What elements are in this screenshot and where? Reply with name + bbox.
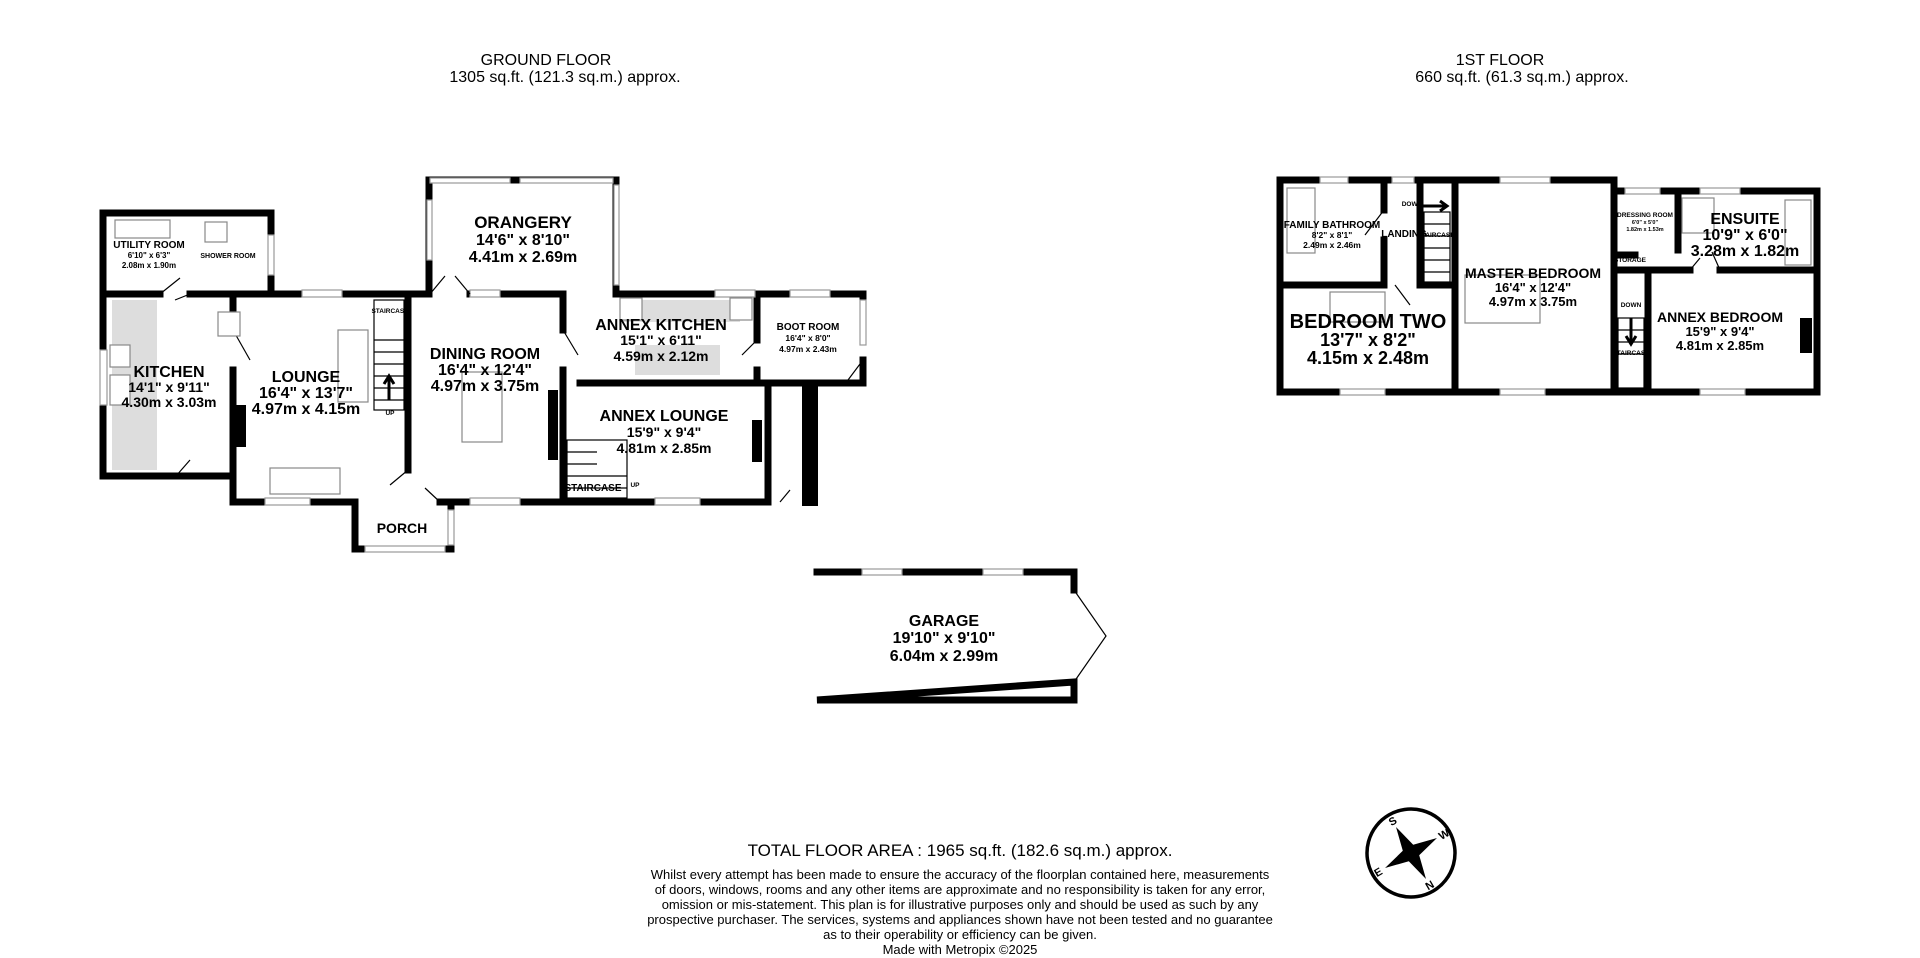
svg-text:16'4" x 12'4": 16'4" x 12'4" — [1495, 280, 1571, 295]
disclaimer-line: as to their operability or efficiency ca… — [823, 927, 1097, 942]
svg-text:ENSUITE: ENSUITE — [1710, 211, 1780, 228]
svg-text:BEDROOM TWO: BEDROOM TWO — [1290, 311, 1447, 333]
svg-text:6'10" x 6'3": 6'10" x 6'3" — [128, 251, 171, 260]
room-dressing-room: DRESSING ROOM 6'0" x 5'0" 1.82m x 1.53m — [1617, 212, 1673, 233]
label-staircase-annex: STAIRCASE — [564, 483, 621, 494]
room-utility-room: UTILITY ROOM 6'10" x 6'3" 2.08m x 1.90m — [113, 240, 184, 270]
svg-text:4.97m x 3.75m: 4.97m x 3.75m — [431, 378, 540, 395]
svg-text:4.41m x 2.69m: 4.41m x 2.69m — [469, 249, 578, 266]
svg-text:15'9" x 9'4": 15'9" x 9'4" — [1685, 324, 1754, 339]
garage-walls — [813, 568, 1107, 704]
svg-text:14'1" x 9'11": 14'1" x 9'11" — [128, 379, 209, 395]
room-boot-room: BOOT ROOM 16'4" x 8'0" 4.97m x 2.43m — [777, 322, 840, 354]
svg-text:KITCHEN: KITCHEN — [133, 364, 204, 381]
room-shower-room: SHOWER ROOM — [200, 253, 255, 260]
svg-text:W: W — [1437, 827, 1453, 843]
credit: Made with Metropix ©2025 — [883, 942, 1038, 957]
compass-rose-icon: S W N E — [1365, 807, 1457, 899]
room-annex-kitchen: ANNEX KITCHEN 15'1" x 6'11" 4.59m x 2.12… — [595, 317, 727, 364]
svg-text:16'4" x 8'0": 16'4" x 8'0" — [785, 333, 830, 343]
svg-text:15'1" x 6'11": 15'1" x 6'11" — [620, 332, 701, 348]
svg-text:4.97m x 4.15m: 4.97m x 4.15m — [252, 401, 361, 418]
svg-text:3.28m x 1.82m: 3.28m x 1.82m — [1691, 243, 1800, 260]
svg-text:FAMILY BATHROOM: FAMILY BATHROOM — [1284, 220, 1380, 231]
svg-text:4.97m x 3.75m: 4.97m x 3.75m — [1489, 294, 1577, 309]
room-dining-room: DINING ROOM 16'4" x 12'4" 4.97m x 3.75m — [430, 346, 540, 395]
svg-text:S: S — [1387, 815, 1399, 829]
svg-text:16'4" x 13'7": 16'4" x 13'7" — [259, 385, 353, 402]
ground-floor-title: GROUND FLOOR — [481, 52, 612, 69]
svg-text:4.15m x 2.48m: 4.15m x 2.48m — [1307, 348, 1429, 368]
ground-floor-area: 1305 sq.ft. (121.3 sq.m.) approx. — [449, 69, 680, 86]
total-floor-area: TOTAL FLOOR AREA : 1965 sq.ft. (182.6 sq… — [748, 841, 1173, 860]
room-storage: STORAGE — [1614, 257, 1647, 264]
svg-text:4.81m x 2.85m: 4.81m x 2.85m — [1676, 338, 1764, 353]
label-up-annex: UP — [630, 482, 640, 489]
svg-text:GARAGE: GARAGE — [909, 613, 980, 630]
svg-text:15'9" x 9'4": 15'9" x 9'4" — [627, 424, 701, 440]
svg-text:2.08m x 1.90m: 2.08m x 1.90m — [122, 261, 176, 270]
first-floor-title: 1ST FLOOR — [1456, 52, 1545, 69]
room-garage: GARAGE 19'10" x 9'10" 6.04m x 2.99m — [890, 613, 999, 665]
svg-text:4.59m x 2.12m: 4.59m x 2.12m — [614, 348, 709, 364]
room-kitchen: KITCHEN 14'1" x 9'11" 4.30m x 3.03m — [122, 364, 217, 410]
label-staircase-annex-upper: STAIRCASE — [1612, 350, 1650, 357]
svg-text:DINING ROOM: DINING ROOM — [430, 346, 540, 363]
svg-text:8'2" x 8'1": 8'2" x 8'1" — [1312, 230, 1352, 240]
label-down-annex: DOWN — [1621, 302, 1642, 309]
first-floor-walls — [1276, 176, 1821, 396]
svg-text:6'0" x 5'0": 6'0" x 5'0" — [1632, 220, 1659, 226]
label-up: UP — [385, 410, 395, 417]
svg-text:ANNEX KITCHEN: ANNEX KITCHEN — [595, 317, 727, 334]
ground-floor-walls — [99, 176, 867, 553]
svg-text:16'4" x 12'4": 16'4" x 12'4" — [438, 362, 532, 379]
svg-text:14'6" x 8'10": 14'6" x 8'10" — [476, 232, 570, 249]
room-master-bedroom: MASTER BEDROOM 16'4" x 12'4" 4.97m x 3.7… — [1465, 265, 1601, 309]
svg-text:BOOT ROOM: BOOT ROOM — [777, 322, 840, 333]
label-staircase: STAIRCASE — [371, 308, 409, 315]
svg-text:DRESSING ROOM: DRESSING ROOM — [1617, 212, 1673, 219]
svg-text:ANNEX LOUNGE: ANNEX LOUNGE — [600, 408, 729, 425]
room-annex-bedroom: ANNEX BEDROOM 15'9" x 9'4" 4.81m x 2.85m — [1657, 309, 1783, 353]
label-staircase-upper: STAIRCASE — [1417, 232, 1455, 239]
svg-text:UTILITY ROOM: UTILITY ROOM — [113, 240, 184, 251]
label-down: DOWN — [1402, 201, 1423, 208]
svg-text:19'10" x 9'10": 19'10" x 9'10" — [893, 630, 996, 647]
disclaimer-line: omission or mis-statement. This plan is … — [662, 897, 1259, 912]
room-lounge: LOUNGE 16'4" x 13'7" 4.97m x 4.15m — [252, 369, 361, 418]
svg-text:4.81m x 2.85m: 4.81m x 2.85m — [617, 440, 712, 456]
svg-text:1.82m x 1.53m: 1.82m x 1.53m — [1626, 227, 1663, 233]
disclaimer-line: of doors, windows, rooms and any other i… — [655, 882, 1266, 897]
svg-text:ORANGERY: ORANGERY — [474, 213, 572, 232]
svg-text:13'7" x 8'2": 13'7" x 8'2" — [1320, 330, 1416, 350]
room-landing: LANDING — [1381, 229, 1427, 240]
svg-text:4.30m x 3.03m: 4.30m x 3.03m — [122, 394, 217, 410]
svg-text:MASTER BEDROOM: MASTER BEDROOM — [1465, 265, 1601, 281]
first-floor-area: 660 sq.ft. (61.3 sq.m.) approx. — [1415, 69, 1628, 86]
disclaimer-line: prospective purchaser. The services, sys… — [647, 912, 1273, 927]
room-orangery: ORANGERY 14'6" x 8'10" 4.41m x 2.69m — [469, 213, 578, 266]
svg-text:6.04m x 2.99m: 6.04m x 2.99m — [890, 648, 999, 665]
svg-text:LOUNGE: LOUNGE — [272, 369, 341, 386]
room-porch: PORCH — [377, 520, 428, 536]
room-family-bathroom: FAMILY BATHROOM 8'2" x 8'1" 2.49m x 2.46… — [1284, 220, 1380, 250]
svg-text:2.49m x 2.46m: 2.49m x 2.46m — [1303, 240, 1361, 250]
room-annex-lounge: ANNEX LOUNGE 15'9" x 9'4" 4.81m x 2.85m — [600, 408, 729, 456]
svg-text:ANNEX BEDROOM: ANNEX BEDROOM — [1657, 309, 1783, 325]
room-ensuite: ENSUITE 10'9" x 6'0" 3.28m x 1.82m — [1691, 211, 1800, 260]
room-bedroom-two: BEDROOM TWO 13'7" x 8'2" 4.15m x 2.48m — [1290, 311, 1447, 368]
svg-text:4.97m x 2.43m: 4.97m x 2.43m — [779, 344, 837, 354]
svg-text:10'9" x 6'0": 10'9" x 6'0" — [1702, 227, 1787, 244]
disclaimer-line: Whilst every attempt has been made to en… — [651, 867, 1270, 882]
